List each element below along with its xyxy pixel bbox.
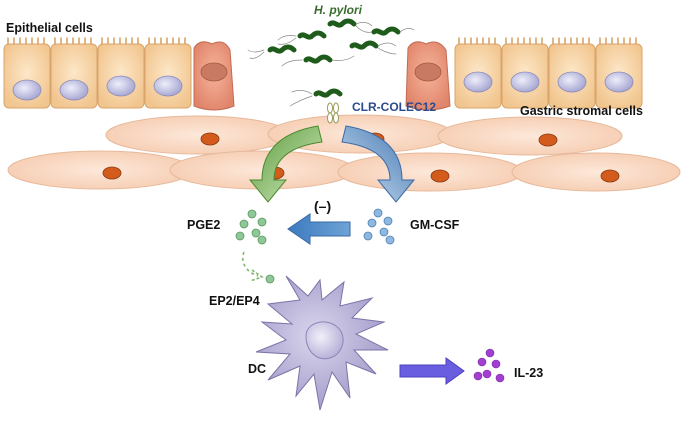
stromal-cell <box>437 116 623 156</box>
pge2-molecules <box>235 209 267 245</box>
label-gm-csf: GM-CSF <box>410 218 460 232</box>
bacterium <box>371 26 415 36</box>
bacterium <box>247 44 297 59</box>
dendritic-cell <box>255 275 389 411</box>
arrow-to-pge2 <box>248 125 323 203</box>
label-gastric-stromal-cells: Gastric stromal cells <box>520 104 643 118</box>
label-dc: DC <box>248 362 267 376</box>
microvilli <box>458 37 637 45</box>
stromal-cell <box>7 150 193 190</box>
epithelial-nucleus <box>106 75 136 97</box>
epithelial-nucleus <box>557 71 587 93</box>
il23-secretion-arrow <box>399 357 465 385</box>
epithelial-nucleus <box>463 71 493 93</box>
stromal-nucleus <box>600 169 620 183</box>
arrow-to-gmcsf <box>341 125 416 203</box>
pge2-bound-molecule <box>265 274 275 284</box>
infected-nucleus <box>200 62 228 82</box>
epithelial-nucleus <box>12 79 42 101</box>
dc-nucleus <box>305 321 344 360</box>
bacterium <box>281 54 355 67</box>
label-h-pylori: H. pylori <box>314 3 363 17</box>
epithelial-nucleus <box>510 71 540 93</box>
label-epithelial-cells: Epithelial cells <box>6 21 93 35</box>
epithelial-layer-left <box>3 37 235 111</box>
h-pylori-bacteria <box>247 18 415 107</box>
bacterium <box>349 40 397 55</box>
label-inhibition: (–) <box>314 198 332 214</box>
stromal-cell <box>511 152 681 192</box>
label-pge2: PGE2 <box>187 218 221 232</box>
epithelial-nucleus <box>604 71 634 93</box>
label-ep2-ep4: EP2/EP4 <box>209 294 260 308</box>
epithelial-nucleus <box>59 79 89 101</box>
stromal-layer <box>7 114 681 192</box>
clr-colec12-receptor <box>327 102 339 124</box>
il23-molecules <box>473 348 505 383</box>
stromal-nucleus <box>538 133 558 147</box>
stromal-cell <box>337 152 523 192</box>
stromal-nucleus <box>430 169 450 183</box>
microvilli <box>7 37 186 45</box>
epithelial-layer-right <box>405 37 643 111</box>
stromal-nucleus <box>102 166 122 180</box>
bacterium-attached <box>289 88 343 107</box>
epithelial-nucleus <box>153 75 183 97</box>
bacterium <box>327 18 373 33</box>
dashed-arrowhead <box>249 269 264 282</box>
stromal-cell <box>105 115 291 155</box>
infected-nucleus <box>414 62 442 82</box>
stromal-nucleus <box>200 132 220 146</box>
inhibition-arrow <box>287 213 351 245</box>
label-il-23: IL-23 <box>514 366 544 380</box>
dashed-arrow-to-receptor <box>242 251 259 277</box>
gmcsf-molecules <box>363 208 395 245</box>
bacterium <box>277 30 327 45</box>
label-clr-colec12: CLR-COLEC12 <box>352 100 437 114</box>
